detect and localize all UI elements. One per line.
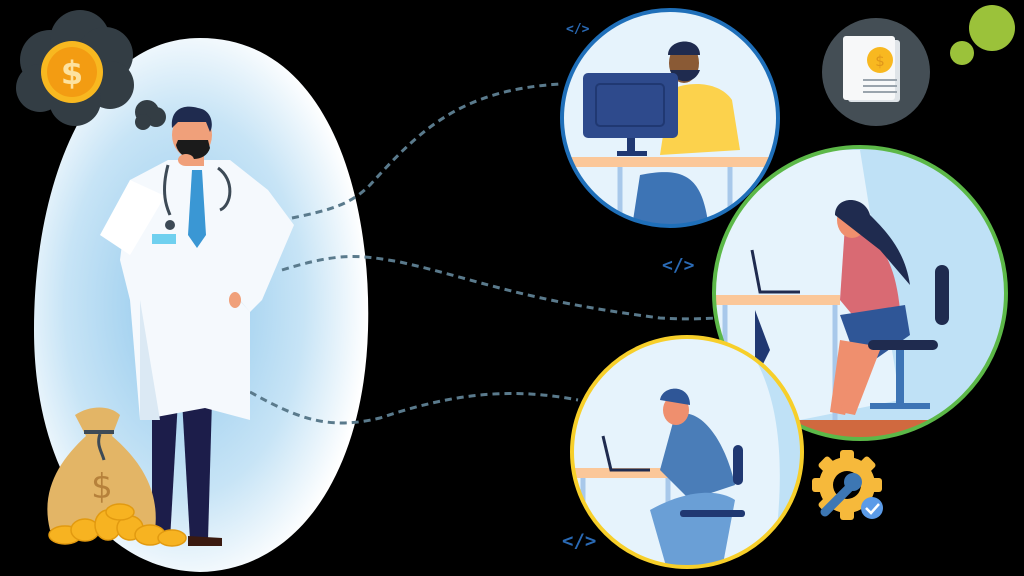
svg-text:$: $ xyxy=(91,467,113,507)
wrench-icon xyxy=(820,473,862,517)
settings-gear-icon xyxy=(812,450,883,520)
worker-circle-desktop xyxy=(560,8,780,228)
svg-text:$: $ xyxy=(875,52,885,70)
code-tag-bottom: </> xyxy=(562,530,597,552)
check-badge-icon xyxy=(861,497,883,519)
invoice-icon: $ xyxy=(822,18,930,126)
code-tag-top: </> xyxy=(566,22,590,37)
coin-icon: $ xyxy=(41,41,103,103)
dashed-connectors xyxy=(249,82,721,425)
money-bag-icon: $ xyxy=(47,407,187,547)
decorative-dots xyxy=(950,5,1015,65)
doctor-figure xyxy=(100,106,294,546)
code-tag-middle: </> xyxy=(662,255,695,276)
worker-circle-glasses xyxy=(570,335,804,569)
worker-circle-woman xyxy=(712,145,1008,441)
thought-cloud: $ xyxy=(16,10,166,130)
svg-text:$: $ xyxy=(61,54,83,92)
